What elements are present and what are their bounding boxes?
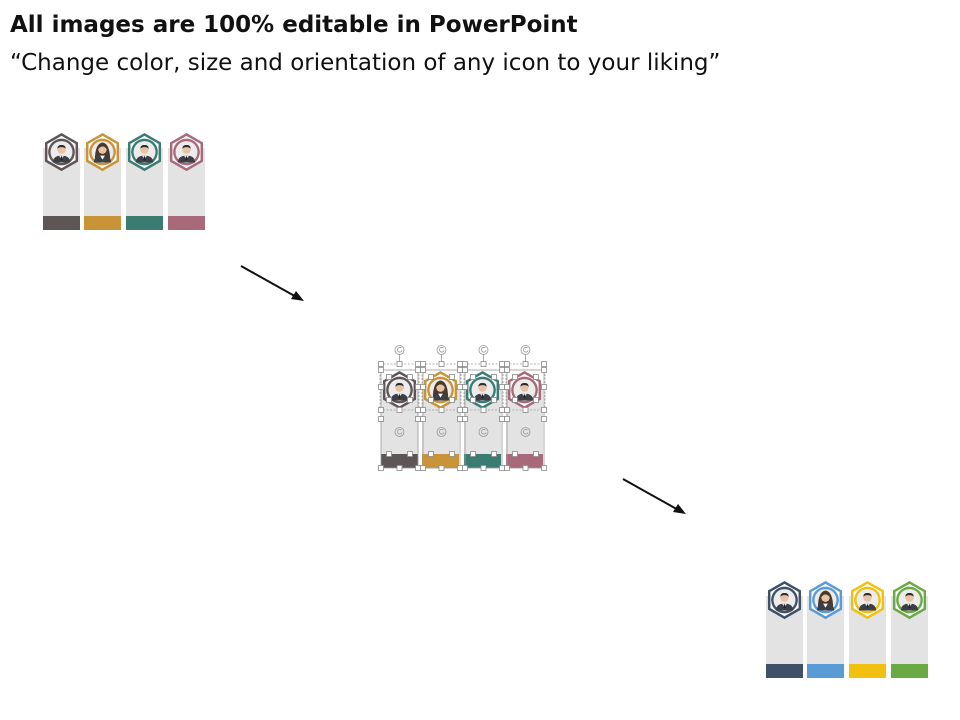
card-color-strip [464,454,501,468]
slide-subtitle: “Change color, size and orientation of a… [10,50,721,76]
woman-avatar-icon [91,141,114,164]
arrow-right-down-icon [240,265,304,301]
card-group-editing [381,370,545,468]
hexagon-avatar-badge [892,580,927,620]
card-color-strip [766,664,803,678]
card-color-strip [422,454,459,468]
card-color-strip [506,454,543,468]
card-color-strip [43,216,80,230]
hexagon-avatar-badge [850,580,885,620]
hexagon-avatar-badge [767,580,802,620]
man-avatar-icon [773,589,796,612]
card-color-strip [807,664,844,678]
hexagon-avatar-badge [44,132,79,172]
slide-title: All images are 100% editable in PowerPoi… [10,12,578,38]
selection-handles[interactable] [378,342,548,472]
arrow-right-down-icon [622,478,686,514]
man-avatar-icon [133,141,156,164]
man-avatar-icon [513,379,536,402]
card-color-strip [168,216,205,230]
man-avatar-icon [471,379,494,402]
card-color-strip [84,216,121,230]
man-avatar-icon [898,589,921,612]
card-color-strip [126,216,163,230]
hexagon-avatar-badge [507,370,542,410]
hexagon-avatar-badge [169,132,204,172]
hexagon-avatar-badge [85,132,120,172]
hexagon-avatar-badge [127,132,162,172]
hexagon-avatar-badge [423,370,458,410]
man-avatar-icon [856,589,879,612]
card-color-strip [849,664,886,678]
woman-avatar-icon [429,379,452,402]
card-color-strip [891,664,928,678]
card-group-original [43,132,207,230]
hexagon-avatar-badge [808,580,843,620]
man-avatar-icon [388,379,411,402]
card-group-recolored [766,580,930,678]
woman-avatar-icon [814,589,837,612]
man-avatar-icon [50,141,73,164]
card-color-strip [381,454,418,468]
man-avatar-icon [175,141,198,164]
